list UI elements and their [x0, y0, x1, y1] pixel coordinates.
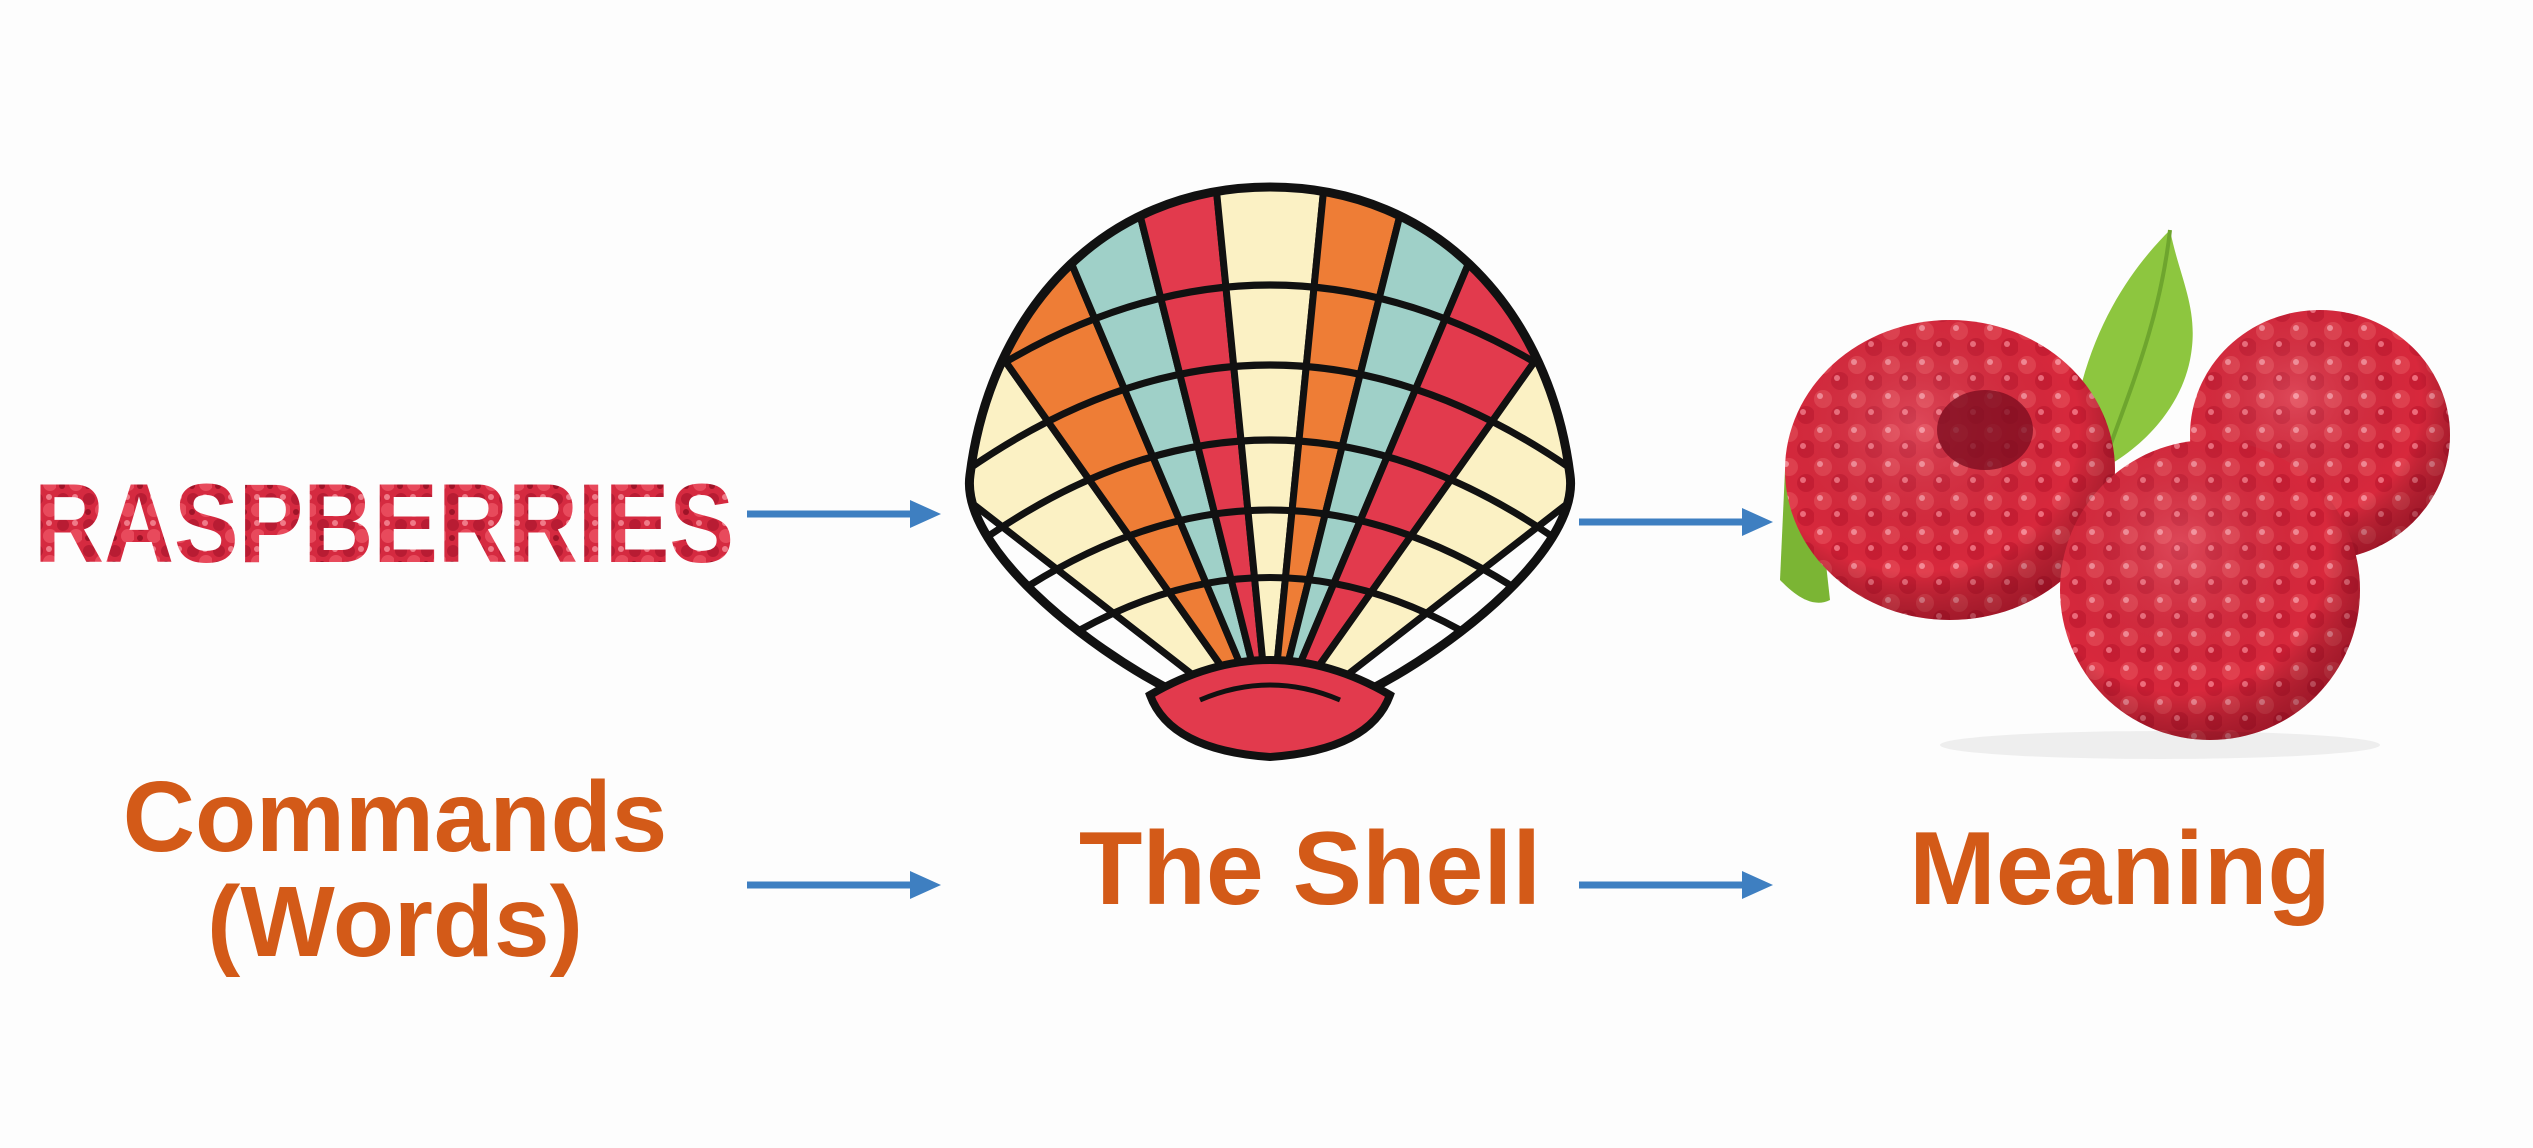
- commands-label: Commands (Words): [60, 765, 730, 975]
- meaning-label: Meaning: [1909, 811, 2331, 927]
- right-arrow-icon: [747, 500, 941, 528]
- right-arrow-icon: [1579, 871, 1773, 899]
- right-arrow-icon: [747, 871, 941, 899]
- commands-label-line2: (Words): [207, 866, 583, 978]
- right-arrow-icon: [1579, 508, 1773, 536]
- scallop-shell-icon: [964, 182, 1576, 762]
- raspberries-image: [1780, 229, 2450, 759]
- commands-label-line1: Commands: [122, 761, 668, 873]
- raspberries-word-art: RASPBERRIES: [34, 461, 734, 586]
- the-shell-label: The Shell: [1078, 811, 1542, 927]
- raspberries-text: RASPBERRIES: [34, 461, 734, 586]
